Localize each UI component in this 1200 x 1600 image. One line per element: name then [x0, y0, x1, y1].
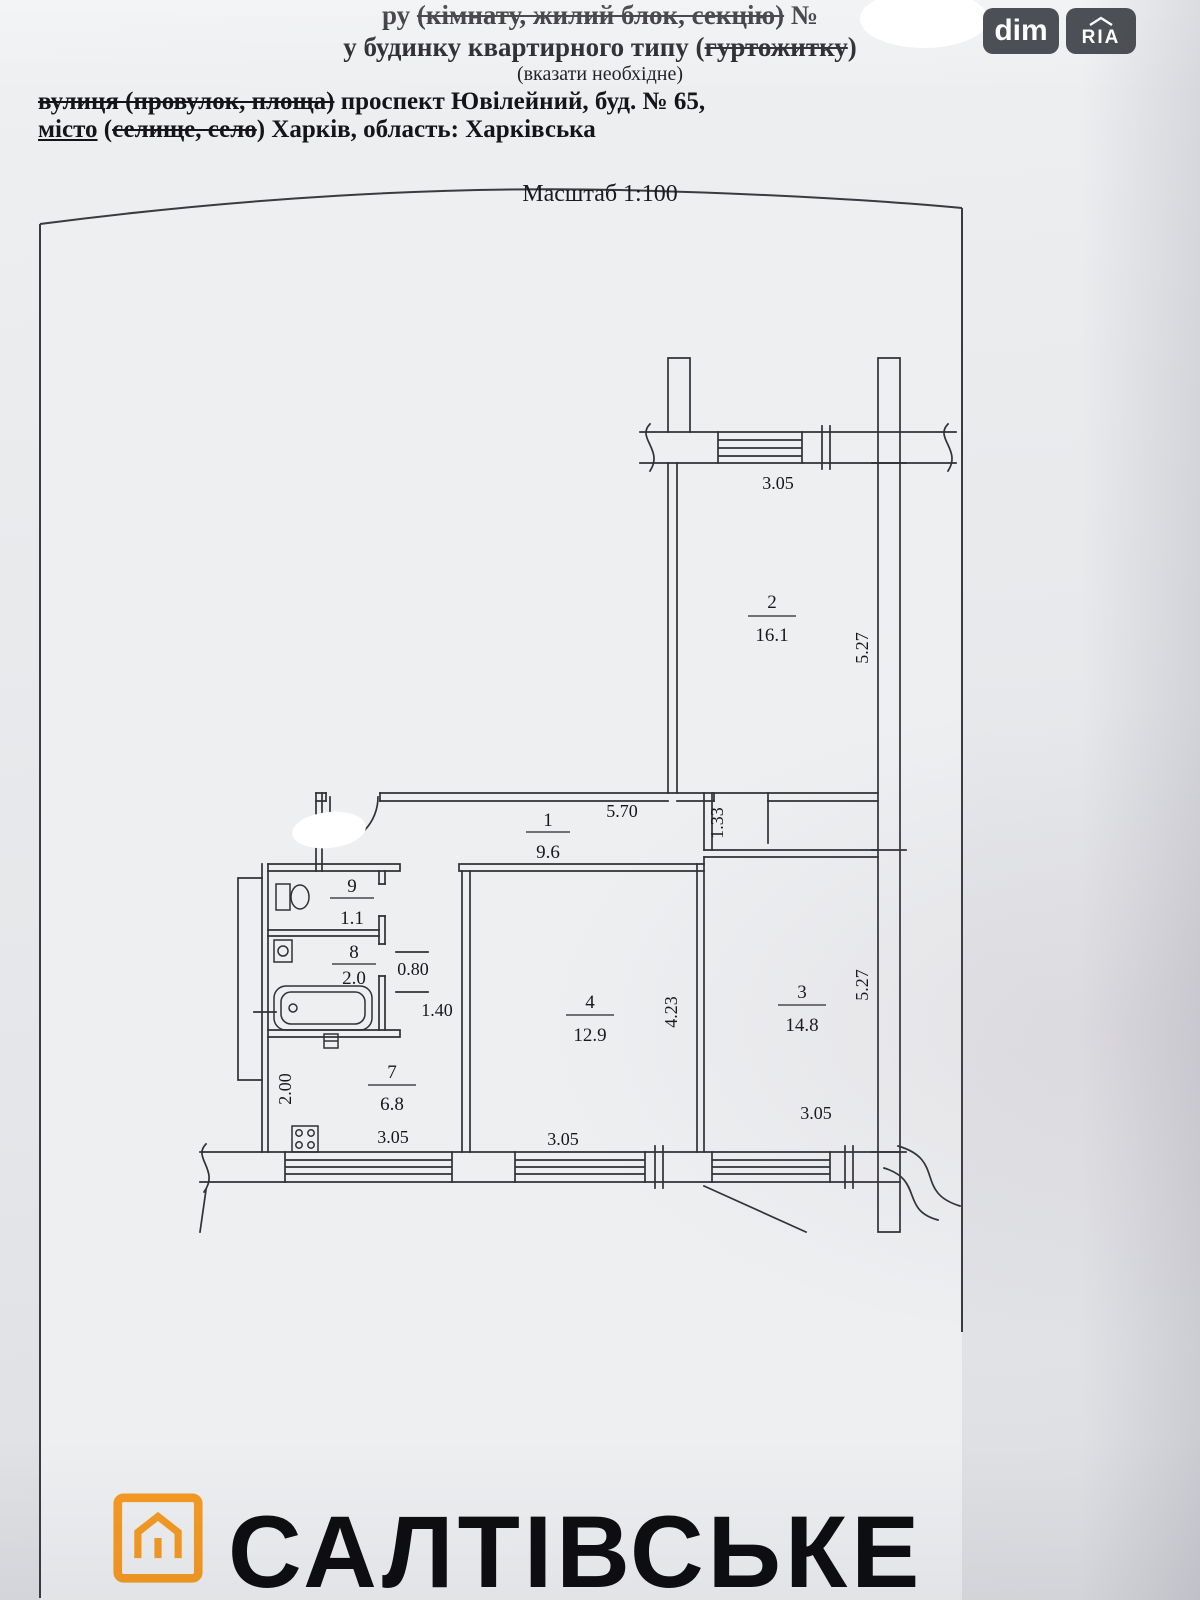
dim-watermark-label: dim: [994, 14, 1048, 47]
room-4-number: 4: [585, 992, 595, 1013]
dim-room3-height: 5.27: [852, 969, 872, 1001]
header-line-2: у будинку квартирного типу (гуртожитку): [0, 32, 1200, 63]
header-line-1: ру (кімнату, жилий блок, секцію) №: [0, 0, 1200, 31]
room-1-area: 9.6: [536, 842, 560, 863]
header-line3-note: (вказати необхідне): [516, 63, 684, 85]
sink-icon: [275, 883, 291, 911]
header-line-4: вулиця (провулок, площа) проспект Ювілей…: [38, 88, 705, 116]
header-line4-address: проспект Ювілейний, буд. № 65,: [334, 88, 706, 115]
sheet-background: [40, 189, 962, 1600]
room-7-number: 7: [387, 1062, 397, 1083]
header-line2-close-paren: ): [847, 32, 857, 62]
ria-watermark-label: RIA: [1081, 26, 1121, 48]
dim-door-width: 0.80: [397, 959, 429, 979]
bathtub-drain-icon: [288, 1003, 298, 1013]
sheet-frame: [39, 188, 963, 1598]
header-line2-struck-dormitory: гуртожитку: [704, 32, 848, 62]
stove-burner-icon: [295, 1141, 303, 1149]
scale-label: Масштаб 1:100: [522, 181, 678, 207]
header-line5-city-region: Харків, область:: [271, 116, 459, 143]
header-line5-struck-village: селище, село: [112, 116, 257, 143]
ria-watermark-badge: RIA: [1066, 8, 1136, 54]
room-2-area: 16.1: [755, 625, 788, 646]
header-line5-city-word: місто: [38, 116, 98, 143]
dim-opening-width: 1.40: [421, 1000, 453, 1020]
dim-room2-height: 5.27: [852, 632, 872, 664]
room-9-area: 1.1: [340, 908, 364, 929]
plan-walls: [199, 357, 962, 1234]
redaction-blob-apartment-number: [860, 0, 988, 48]
dim-wall-offset: 1.33: [707, 807, 727, 839]
header-line1-prefix: ру: [381, 0, 417, 30]
dim-room3-width: 3.05: [800, 1103, 832, 1123]
dim-kitchen-width: 3.05: [377, 1127, 409, 1147]
header-line5-region-name: Харківська: [458, 116, 596, 143]
brand-name: САЛТІВСЬКЕ: [228, 1495, 924, 1600]
room-2-number: 2: [767, 592, 777, 613]
header-line5-close: ): [256, 116, 272, 143]
stove-burner-icon: [295, 1129, 303, 1137]
brand-logo-icon: [113, 1493, 203, 1583]
bathtub-inner-icon: [280, 991, 366, 1025]
sink-bowl-icon: [290, 884, 310, 910]
room-3-area: 14.8: [785, 1015, 818, 1036]
dim-room2-width: 3.05: [762, 473, 794, 493]
room-label-fraction-bars: [330, 615, 826, 1086]
toilet-bowl-icon: [277, 945, 289, 957]
dim-kitchen-depth: 2.00: [275, 1073, 295, 1105]
room-3-number: 3: [797, 982, 807, 1003]
room-8-number: 8: [349, 942, 359, 963]
dim-watermark-badge: dim: [983, 8, 1059, 54]
ria-roof-icon: [1089, 16, 1113, 26]
header-line2-text: у будинку квартирного типу (: [343, 32, 705, 62]
header-line4-struck-street: вулиця (провулок, площа): [38, 88, 335, 115]
bathtub-icon: [273, 985, 373, 1031]
header-line-5: місто (селище, село) Харків, область: Ха…: [38, 116, 596, 144]
room-8-area: 2.0: [342, 968, 366, 989]
plumbing-fixtures: [273, 883, 373, 1153]
dim-room4-width: 3.05: [547, 1129, 579, 1149]
toilet-tank-icon: [273, 939, 293, 963]
dimension-labels: 3.05 5.27 5.70 1.33 5.27 0.80 1.40 4.23 …: [275, 473, 872, 1149]
room-7-area: 6.8: [380, 1094, 404, 1115]
dim-hall-width: 5.70: [606, 801, 638, 821]
header-line1-number-sign: №: [784, 0, 819, 30]
stove-icon: [291, 1125, 319, 1153]
header-line5-paren: (: [97, 116, 113, 143]
room-labels: 2 16.1 1 9.6 9 1.1 8 2.0 7 6.8 4 12.9 3 …: [340, 592, 819, 1115]
stove-burner-icon: [307, 1141, 315, 1149]
room-9-number: 9: [347, 876, 357, 897]
room-1-number: 1: [543, 810, 553, 831]
dim-room4-depth: 4.23: [661, 996, 681, 1028]
header-line-3: (вказати необхідне): [0, 63, 1200, 86]
header-line1-struck-options: (кімнату, жилий блок, секцію): [416, 0, 785, 30]
room-4-area: 12.9: [573, 1025, 606, 1046]
stove-burner-icon: [307, 1129, 315, 1137]
